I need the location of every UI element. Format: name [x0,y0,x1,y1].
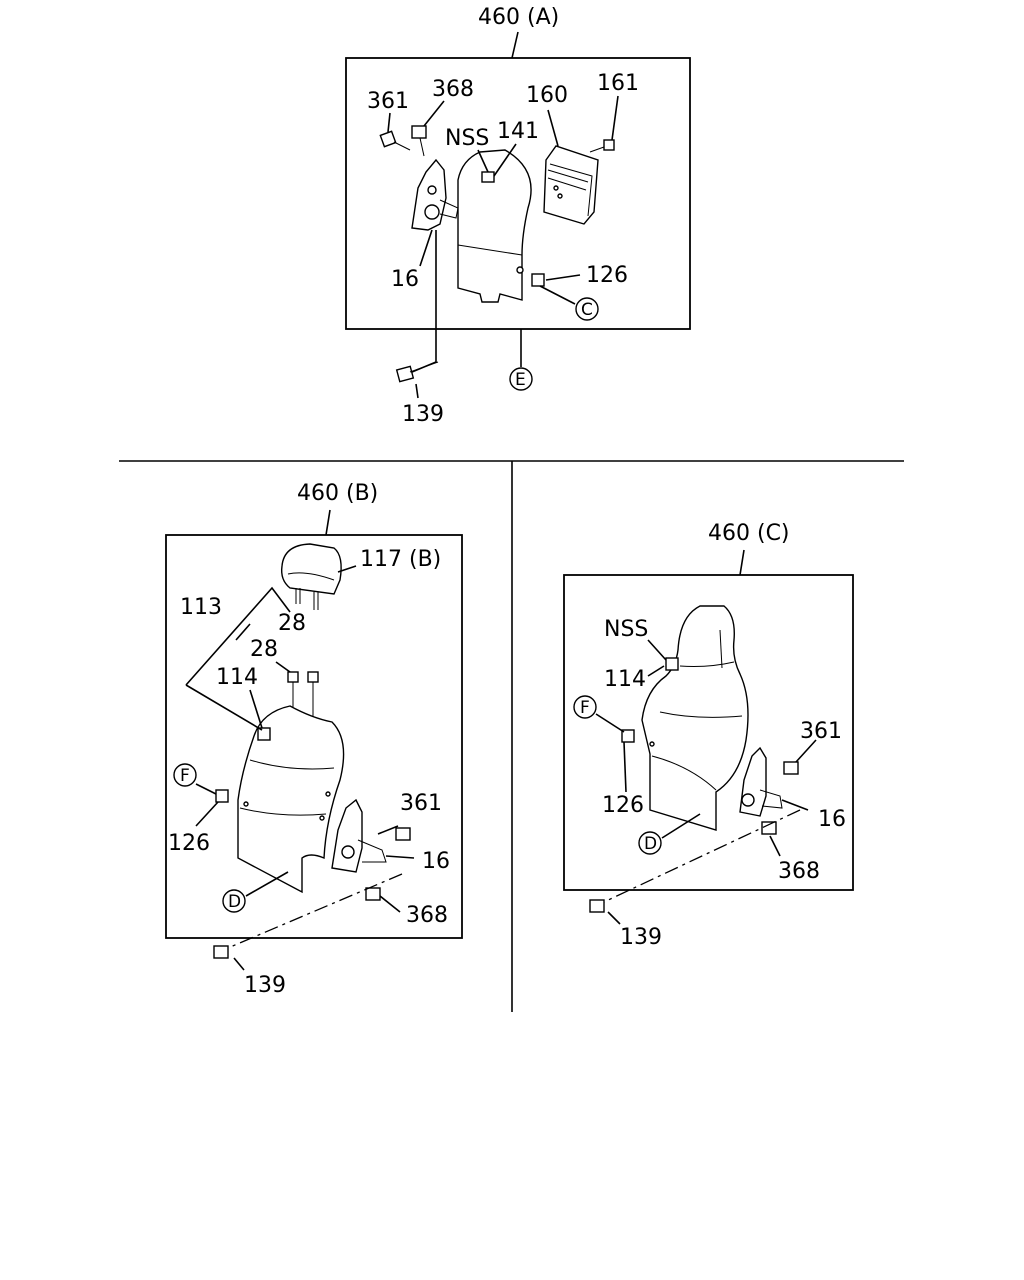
label-161: 161 [597,71,639,96]
assembly-b-title: 460 (B) [297,481,378,506]
label-368: 368 [432,77,474,102]
label-nss: NSS [445,126,489,151]
ref-c-circle [575,297,599,321]
ref-f-label: F [580,698,590,718]
seat-back [237,705,345,894]
recliner-mechanism [739,746,783,817]
ref-f-circle [173,763,197,787]
seat-back-cushion [457,149,532,303]
bolt-361-icon [379,130,411,151]
label-117b: 117 (B) [360,547,441,572]
bolt-361-icon [783,761,799,775]
label-361: 361 [800,719,842,744]
assembly-a-title: 460 (A) [478,5,559,30]
label-139: 139 [620,925,662,950]
recliner-bracket [411,158,459,231]
ref-f-circle [573,695,597,719]
nut-126-icon [621,729,635,743]
label-368: 368 [406,903,448,928]
screw-161-icon [589,139,615,153]
bolt-139-icon [395,361,439,383]
bolt-139-icon [589,899,605,913]
label-141: 141 [497,119,539,144]
label-368: 368 [778,859,820,884]
bolt-361-icon [395,827,411,841]
assembly-c: 460 (C) [563,521,854,950]
assembly-c-frame [563,574,854,891]
label-361: 361 [367,89,409,114]
label-126: 126 [602,793,644,818]
label-28-lower: 28 [250,637,278,662]
label-16: 16 [818,807,846,832]
label-114: 114 [216,665,258,690]
seat-back-integrated [641,605,749,831]
ref-d-label: D [228,892,241,912]
ref-d-label: D [644,834,657,854]
label-nss: NSS [604,617,648,642]
assembly-b-frame [165,534,463,939]
label-113: 113 [180,595,222,620]
assembly-a: 460 (A) [345,5,691,427]
label-139: 139 [244,973,286,998]
label-16: 16 [422,849,450,874]
nut-126-icon [215,789,229,803]
ref-e-circle [509,367,533,391]
ref-e-label: E [515,370,526,390]
label-160: 160 [526,83,568,108]
label-16: 16 [391,267,419,292]
ref-c-label: C [581,300,593,320]
bolt-368-icon [761,821,777,835]
headrest [280,543,342,610]
bolt-139-icon [213,945,229,959]
recliner-mechanism [331,798,387,873]
label-361: 361 [400,791,442,816]
assembly-b: 460 (B) [165,481,463,998]
bolt-368-icon [365,887,381,901]
ref-d-circle [222,889,246,913]
ref-f-label: F [180,766,190,786]
bolt-368-icon [411,125,427,157]
label-114: 114 [604,667,646,692]
headrest-guides [287,671,319,720]
ref-d-circle [638,831,662,855]
nut-126-icon [531,273,545,287]
assembly-a-frame [345,57,691,330]
label-126: 126 [168,831,210,856]
label-28-upper: 28 [278,611,306,636]
label-126: 126 [586,263,628,288]
label-139: 139 [402,402,444,427]
rear-panel [543,145,599,225]
assembly-c-title: 460 (C) [708,521,790,546]
